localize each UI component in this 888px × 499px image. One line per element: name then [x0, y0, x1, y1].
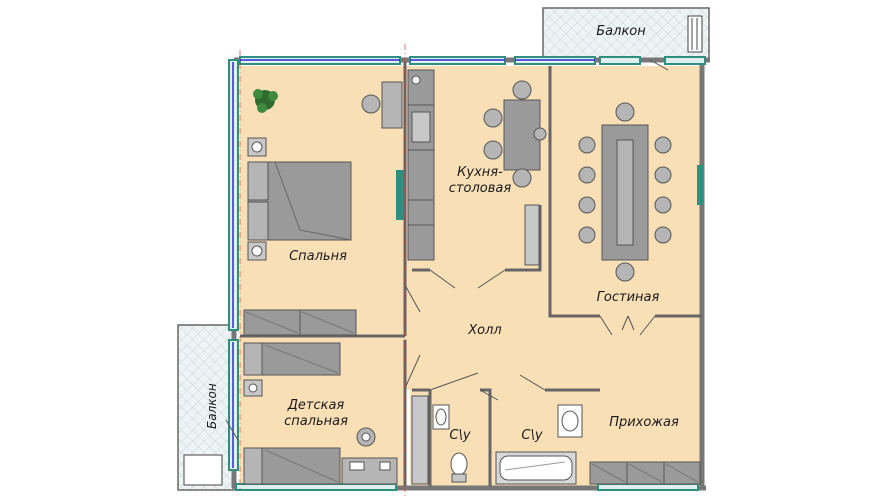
- room-label-kids-line2: спальная: [284, 414, 348, 429]
- plant-icon: [253, 89, 278, 113]
- room-label-bedroom: Спальня: [289, 249, 347, 264]
- kids-furniture: [243, 342, 398, 485]
- kitchen-furniture: [407, 69, 547, 266]
- door-swings: [225, 59, 669, 441]
- room-label-kitchen-line2: столовая: [448, 181, 512, 196]
- dining-table: [578, 102, 703, 282]
- balcony-top: [542, 7, 710, 61]
- room-label-hall: Холл: [468, 323, 502, 338]
- axis-lines: [239, 44, 406, 499]
- bedroom-furniture: [243, 81, 404, 336]
- room-label-entrance: Прихожая: [609, 415, 679, 430]
- room-label-bathroom-1: С\у: [449, 428, 471, 443]
- room-label-kids-line1: Детская: [287, 398, 345, 413]
- room-label-kitchen-line1: Кухня-: [457, 165, 503, 180]
- room-label-living: Гостиная: [596, 290, 660, 305]
- balcony-left: [177, 324, 234, 491]
- bathroom-fixtures: [411, 395, 583, 485]
- room-label-balcony-left: Балкон: [205, 383, 219, 429]
- windows: [228, 56, 706, 491]
- room-label-bathroom-2: С\у: [521, 428, 543, 443]
- entry-wardrobe: [589, 461, 701, 485]
- room-label-balcony-top: Балкон: [596, 24, 646, 39]
